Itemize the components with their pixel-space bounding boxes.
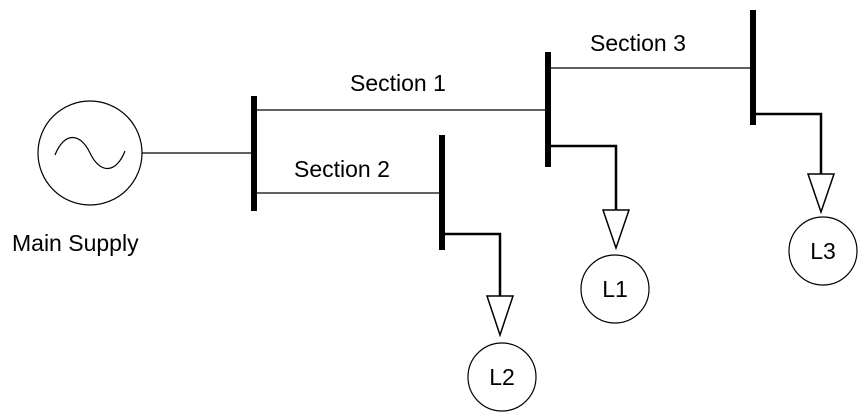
load-arrow-icon <box>601 209 631 251</box>
ac-source-icon <box>37 100 143 206</box>
load-l1-label: L1 <box>602 276 628 302</box>
load-l3-drop <box>753 112 823 174</box>
section-1-label: Section 1 <box>350 70 446 96</box>
load-l3-label: L3 <box>810 238 836 264</box>
load-arrow-icon <box>806 173 836 215</box>
load-l2-drop <box>442 232 502 296</box>
load-l2-label: L2 <box>489 364 515 390</box>
section-2-label: Section 2 <box>294 156 390 182</box>
load-l1: L1 <box>580 254 650 324</box>
load-l3: L3 <box>788 216 858 286</box>
load-arrow-icon <box>485 295 515 338</box>
load-l2: L2 <box>467 342 537 412</box>
load-l1-drop <box>548 144 618 210</box>
section-3-label: Section 3 <box>590 30 686 56</box>
main-supply-label: Main Supply <box>12 230 139 256</box>
